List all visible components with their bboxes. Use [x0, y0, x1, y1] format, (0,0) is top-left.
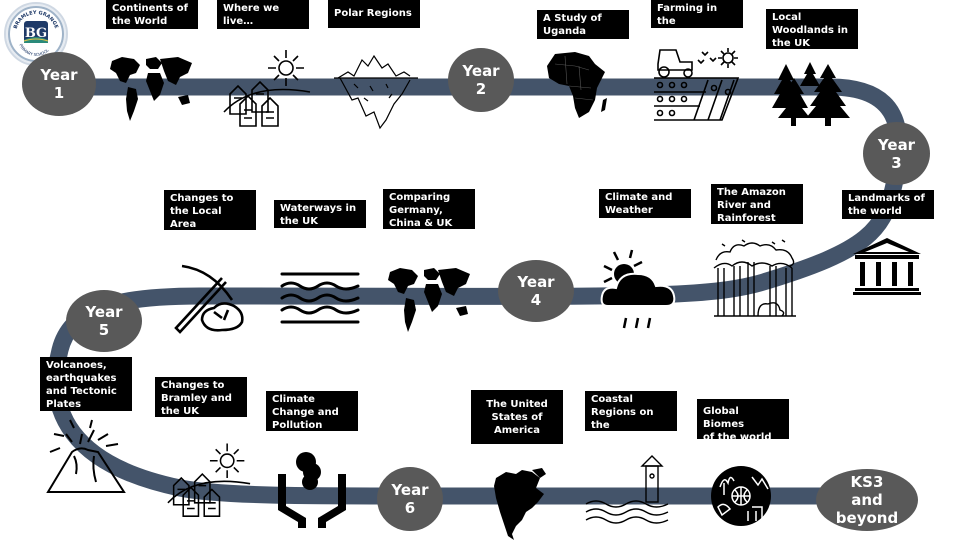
topic-usa-label: The United States of America [471, 390, 563, 444]
world-map-icon [386, 262, 472, 340]
topic-landmarks-label: Landmarks of the world [842, 190, 934, 219]
topic-continents-label: Continents of the World [106, 0, 198, 29]
year-6-badge: Year 6 [377, 467, 443, 531]
pickaxe-icon [172, 260, 248, 334]
topic-where-we-live-label: Where we live… [217, 0, 309, 29]
topic-biomes-label: Global Biomes of the world [697, 399, 789, 443]
topic-volcanoes-label: Volcanoes, earthquakes and Tectonic Plat… [40, 357, 132, 411]
pine-trees-icon [770, 60, 850, 126]
biomes-globe-icon [710, 465, 772, 527]
topic-uganda-label: A Study of Uganda [537, 10, 629, 39]
year-2-badge: Year 2 [448, 48, 514, 112]
iceberg-icon [334, 50, 424, 130]
year-4-badge: Year 4 [498, 260, 574, 322]
topic-woodlands-label: Local Woodlands in the UK [766, 9, 858, 49]
africa-map-icon [545, 50, 611, 120]
year-3-badge: Year 3 [863, 122, 930, 185]
north-america-map-icon [492, 468, 548, 540]
year-1-badge: Year 1 [22, 52, 96, 116]
volcano-icon [44, 412, 126, 494]
hands-smoke-icon [276, 450, 348, 528]
topic-waterways-label: Waterways in the UK [274, 200, 366, 228]
topic-climate-weather-label: Climate and Weather [599, 189, 691, 218]
school-logo: BRAMLEY GRANGE PRIMARY SCHOOL BG [4, 2, 68, 66]
temple-icon [851, 236, 923, 296]
houses-sun-icon [222, 42, 312, 128]
school-monogram: BG [25, 26, 47, 41]
topic-mining-label: Changes to the Local Area (mining) [164, 190, 256, 243]
farm-tractor-icon [652, 44, 742, 124]
waves-icon [278, 268, 362, 328]
sun-cloud-rain-icon [600, 246, 680, 334]
lighthouse-waves-icon [584, 454, 674, 524]
topic-coastal-label: Coastal Regions on the UK [585, 391, 677, 444]
topic-polar-regions-label: Polar Regions [328, 0, 420, 28]
topic-amazon-label: The Amazon River and Rainforest [711, 184, 803, 224]
topic-bramley-label: Changes to Bramley and the UK [155, 377, 247, 417]
world-map-icon [108, 55, 194, 125]
rainforest-icon [712, 238, 798, 320]
topic-comparing-label: Comparing Germany, China & UK [383, 189, 475, 229]
ks3-badge: KS3 and beyond [816, 469, 918, 531]
topic-farming-label: Farming in the UK [651, 0, 743, 40]
year-5-badge: Year 5 [66, 290, 142, 352]
houses-sun-icon [166, 434, 252, 520]
topic-climate-change-label: Climate Change and Pollution [266, 391, 358, 431]
